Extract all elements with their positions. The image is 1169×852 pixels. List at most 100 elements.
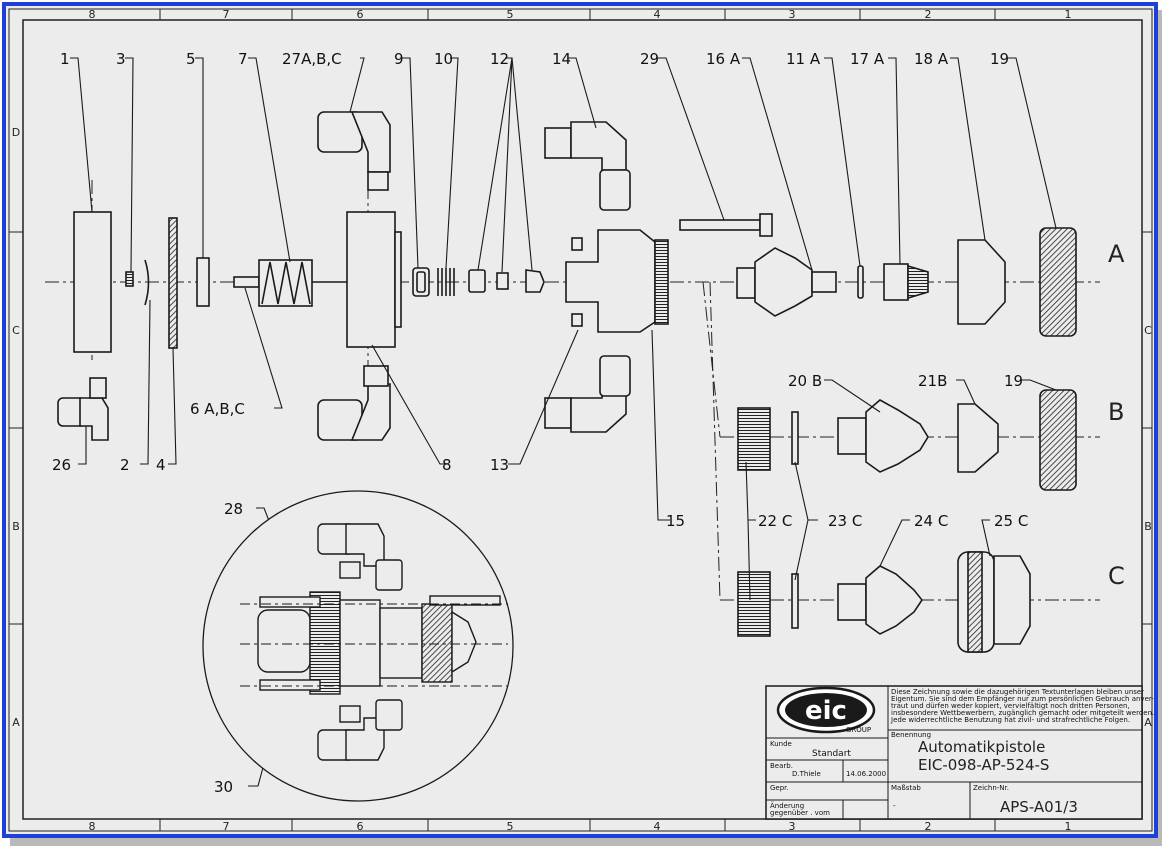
- grid-ticks: [9, 9, 1152, 831]
- col-label: 8: [89, 820, 96, 833]
- part-12-seal: [496, 272, 509, 290]
- outer-border: [8, 8, 1153, 832]
- aenderung-label: Änderung: [770, 801, 804, 810]
- part-8-body: [346, 211, 396, 348]
- bearb-name: D.Thiele: [792, 770, 821, 778]
- callout-9: 9: [394, 50, 404, 68]
- part-20-nozzle: [837, 417, 867, 455]
- row-label: A: [1144, 716, 1152, 729]
- leader-lines: [70, 57, 1057, 787]
- part-24-nozzle: [837, 583, 867, 621]
- assembly-detail-view: [202, 490, 514, 802]
- inner-border: [22, 19, 1143, 820]
- part-8-flange: [394, 231, 402, 328]
- part-5: [196, 257, 210, 307]
- col-label: 6: [357, 8, 364, 21]
- notice-line: Diese Zeichnung sowie die dazugehörigen …: [891, 688, 1144, 696]
- part-29-screw-head: [759, 213, 773, 237]
- callouts: 1 3 5 7 27A,B,C 9 10 12 14 29 16 A 11 A …: [52, 50, 1028, 796]
- callout-18: 18 A: [914, 50, 949, 68]
- part-3: [125, 271, 134, 287]
- massstab-value: -: [893, 802, 896, 810]
- part-19-nut-b: [1039, 389, 1077, 491]
- part-29-screw: [679, 219, 761, 231]
- callout-22: 22 C: [758, 512, 792, 530]
- col-label: 7: [223, 8, 230, 21]
- callout-12: 12: [490, 50, 509, 68]
- part-12-seal: [525, 269, 545, 293]
- part-22-ring-c: [737, 571, 771, 637]
- benennung-label: Benennung: [891, 731, 931, 739]
- col-label: 2: [925, 8, 932, 21]
- part-4-plate: [168, 217, 178, 349]
- col-label: 3: [789, 820, 796, 833]
- row-label: B: [1144, 520, 1152, 533]
- callout-19b: 19: [1004, 372, 1023, 390]
- row-label: C: [12, 324, 20, 337]
- callout-30: 30: [214, 778, 233, 796]
- callout-27: 27A,B,C: [282, 50, 342, 68]
- callout-19a: 19: [990, 50, 1009, 68]
- col-label: 5: [507, 8, 514, 21]
- callout-29: 29: [640, 50, 659, 68]
- variant-letters: A B C: [1108, 240, 1125, 590]
- callout-14: 14: [552, 50, 571, 68]
- col-label: 1: [1065, 8, 1072, 21]
- col-label: 3: [789, 8, 796, 21]
- part-23-gasket-c: [791, 573, 799, 629]
- callout-17: 17 A: [850, 50, 885, 68]
- row-labels-left: D C B A: [12, 126, 20, 729]
- callout-10: 10: [434, 50, 453, 68]
- variant-c: C: [1108, 562, 1125, 590]
- notice-line: traut und dürfen weder kopiert, vervielf…: [891, 702, 1130, 710]
- drawing-subtitle: EIC-098-AP-524-S: [918, 756, 1049, 774]
- zeichnr-label: Zeichn-Nr.: [973, 784, 1009, 792]
- row-labels-right: C B A: [1144, 324, 1152, 729]
- callout-20: 20 B: [788, 372, 822, 390]
- kunde-value: Standart: [812, 749, 851, 759]
- column-labels-top: 8 7 6 5 4 3 2 1: [89, 8, 1072, 21]
- part-15-detail: [571, 313, 583, 327]
- variant-b: B: [1108, 398, 1124, 426]
- callout-11: 11 A: [786, 50, 821, 68]
- row-label: B: [12, 520, 20, 533]
- col-label: 8: [89, 8, 96, 21]
- logo-text: eic: [805, 696, 847, 726]
- gepr-label: Gepr.: [770, 784, 789, 792]
- col-label: 7: [223, 820, 230, 833]
- part-15-detail: [571, 237, 583, 251]
- column-labels-bottom: 8 7 6 5 4 3 2 1: [89, 820, 1072, 833]
- part-15-thread: [654, 239, 669, 325]
- callout-4: 4: [156, 456, 166, 474]
- exploded-assembly: [57, 111, 1077, 653]
- part-24-nozzle-body: [865, 565, 923, 635]
- part-17: [883, 263, 909, 301]
- part-16-tip: [811, 271, 837, 293]
- callout-26: 26: [52, 456, 71, 474]
- part-22-ring-b: [737, 407, 771, 471]
- notice-line: Eigentum. Sie sind dem Empfänger nur zum…: [891, 695, 1154, 703]
- bearb-date: 14.06.2000: [846, 770, 886, 778]
- callout-23: 23 C: [828, 512, 862, 530]
- part-12-seal: [468, 269, 486, 293]
- col-label: 1: [1065, 820, 1072, 833]
- part-2-clip: [144, 259, 150, 306]
- logo-subtext: GROUP: [846, 726, 871, 734]
- part-6-needle: [233, 276, 260, 288]
- row-label: C: [1144, 324, 1152, 337]
- col-label: 4: [654, 8, 661, 21]
- callout-28: 28: [224, 500, 243, 518]
- part-1-body: [73, 211, 112, 353]
- part-11-ring: [857, 265, 864, 299]
- part-7-spring: [261, 261, 311, 305]
- callout-1: 1: [60, 50, 70, 68]
- drawing-number: APS-A01/3: [1000, 798, 1078, 816]
- callout-15: 15: [666, 512, 685, 530]
- variant-a: A: [1108, 240, 1125, 268]
- kunde-label: Kunde: [770, 740, 792, 748]
- part-14-fitting: [544, 127, 572, 159]
- col-label: 4: [654, 820, 661, 833]
- callout-8: 8: [442, 456, 452, 474]
- drawing-title: Automatikpistole: [918, 738, 1045, 756]
